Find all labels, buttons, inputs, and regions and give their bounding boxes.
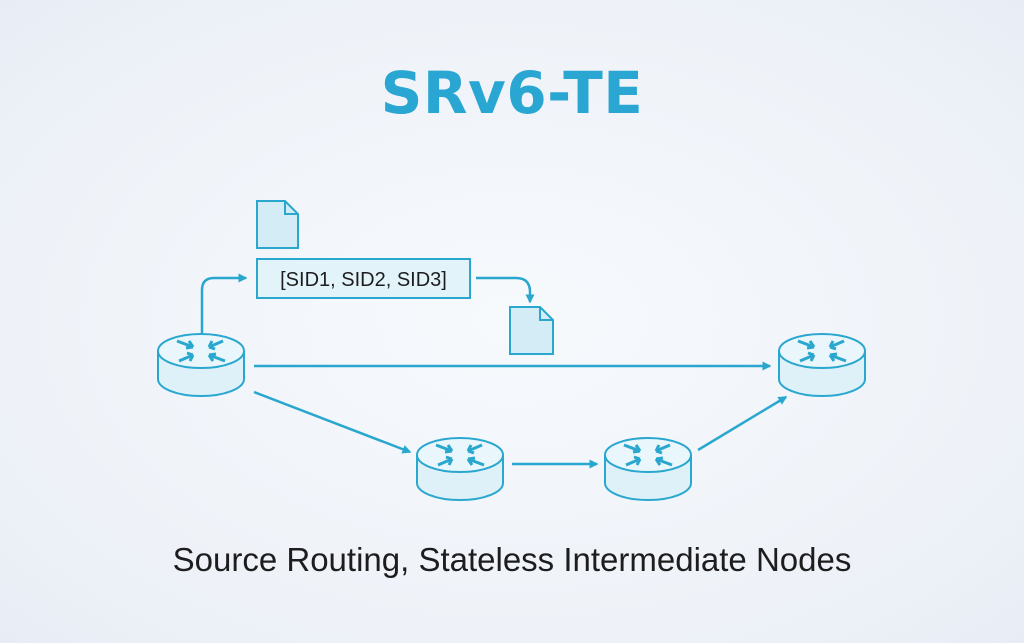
router-icon	[416, 437, 504, 501]
document-icon	[256, 200, 299, 249]
sid-list-box: [SID1, SID2, SID3]	[256, 258, 471, 299]
arrow-from-sid-list	[476, 276, 535, 304]
arrow-to-sid-list	[200, 273, 248, 336]
diagram-caption: Source Routing, Stateless Intermediate N…	[172, 541, 852, 578]
document-icon	[509, 306, 554, 355]
router-icon	[778, 333, 866, 397]
arrow-node-3-to-destination	[697, 395, 788, 452]
router-icon	[604, 437, 692, 501]
sid-list-label: [SID1, SID2, SID3]	[280, 269, 447, 291]
router-icon	[157, 333, 245, 397]
diagram-title: SRv6-TE	[380, 59, 644, 127]
arrow-to-node-2	[253, 390, 412, 454]
